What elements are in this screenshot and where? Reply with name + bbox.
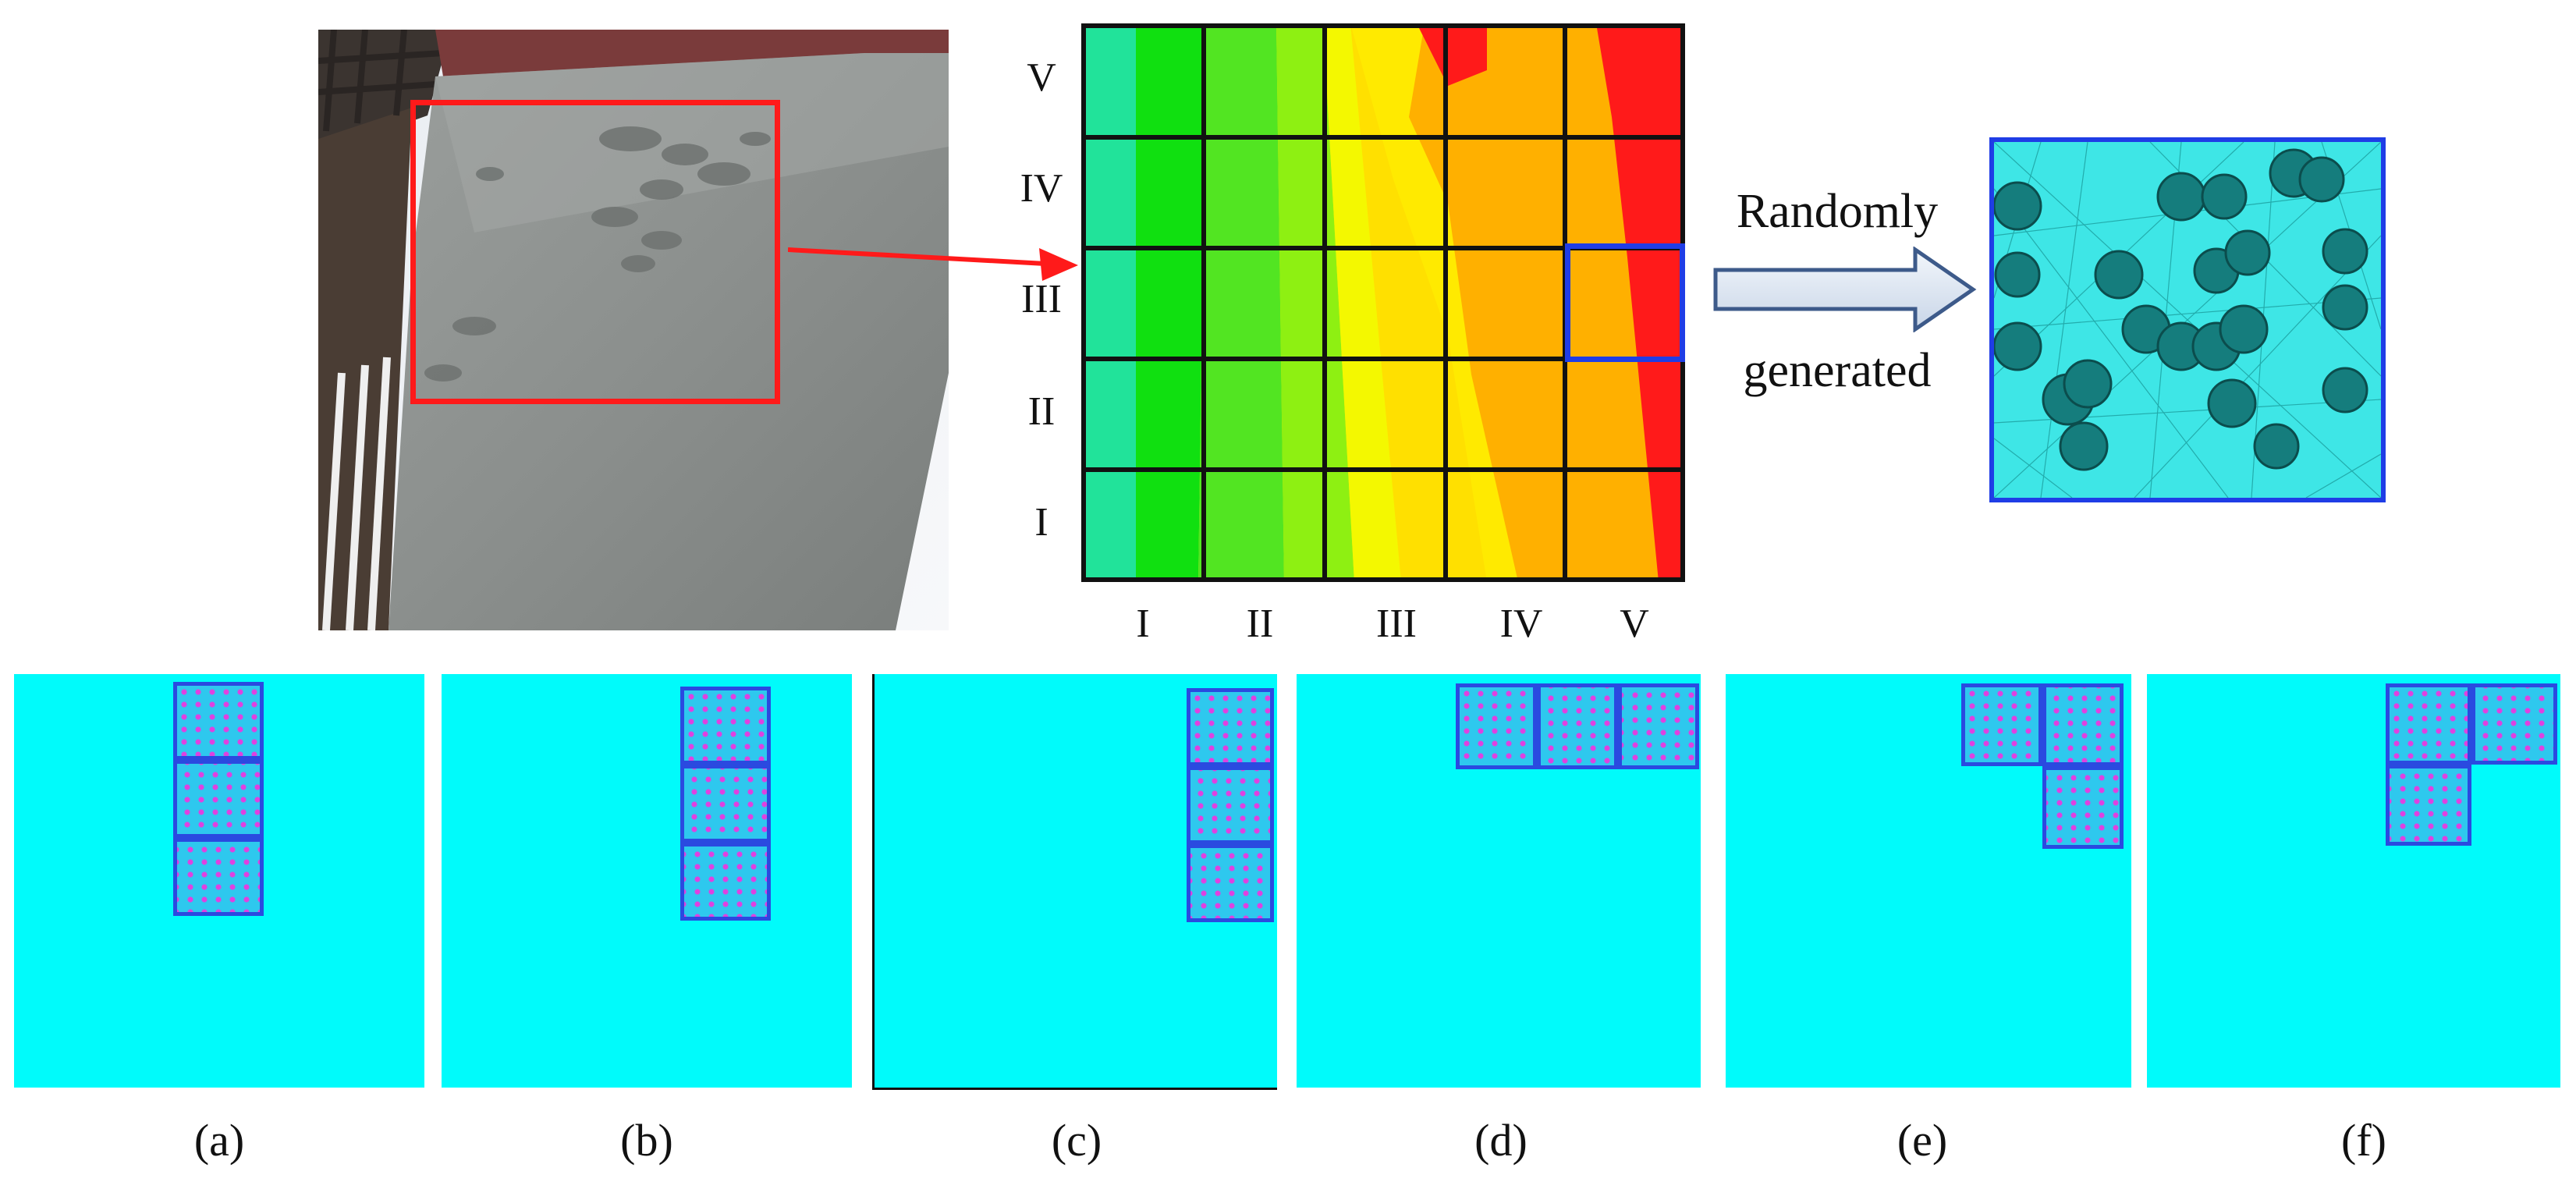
col-label-5: V — [1620, 602, 1649, 646]
panel-e-element — [2042, 683, 2124, 766]
panel-a-element — [173, 760, 264, 838]
row-label-5: V — [1027, 55, 1056, 100]
panel-b-element — [680, 687, 771, 765]
panel-a — [14, 674, 424, 1088]
panel-c — [872, 674, 1277, 1090]
panel-d-element — [1618, 683, 1699, 769]
caption-f: (f) — [2341, 1115, 2386, 1166]
corrosion-zone-map — [1081, 23, 1685, 582]
row-label-1: I — [1034, 500, 1048, 545]
col-label-4: IV — [1499, 602, 1543, 646]
caption-c: (c) — [1051, 1115, 1102, 1166]
mesh-model — [1989, 137, 2386, 502]
panel-f — [2147, 674, 2560, 1088]
panel-f-element — [2386, 765, 2471, 846]
panel-b — [442, 674, 852, 1088]
panel-e — [1726, 674, 2131, 1088]
panel-c-element — [1187, 844, 1274, 922]
panel-b-element — [680, 843, 771, 921]
panel-a-element — [173, 838, 264, 916]
col-label-1: I — [1136, 602, 1150, 646]
col-label-3: III — [1376, 602, 1417, 646]
photo-selection-box — [410, 100, 780, 404]
row-label-3: III — [1021, 277, 1062, 321]
panel-e-element — [1961, 683, 2042, 766]
panel-f-element — [2386, 683, 2471, 765]
panel-c-element — [1187, 688, 1274, 766]
panel-c-element — [1187, 766, 1274, 844]
randomly-generated-arrow — [1713, 247, 1977, 332]
red-arrow — [788, 247, 1078, 281]
panel-d-element — [1456, 683, 1537, 769]
caption-e: (e) — [1897, 1115, 1948, 1166]
panel-d — [1297, 674, 1701, 1088]
panel-a-element — [173, 682, 264, 760]
caption-a: (a) — [193, 1115, 245, 1166]
corrosion-photo — [318, 29, 949, 631]
panel-b-element — [680, 765, 771, 843]
col-label-2: II — [1246, 602, 1274, 646]
arrow-text-line2: generated — [1743, 344, 1932, 397]
panel-d-element — [1537, 683, 1618, 769]
caption-b: (b) — [620, 1115, 673, 1166]
panel-f-element — [2471, 683, 2557, 765]
caption-d: (d) — [1474, 1115, 1528, 1166]
row-label-2: II — [1027, 389, 1056, 434]
panel-e-element — [2042, 766, 2124, 849]
map-selected-cell — [1565, 243, 1685, 362]
arrow-text-line1: Randomly — [1736, 185, 1939, 238]
row-label-4: IV — [1020, 166, 1063, 211]
